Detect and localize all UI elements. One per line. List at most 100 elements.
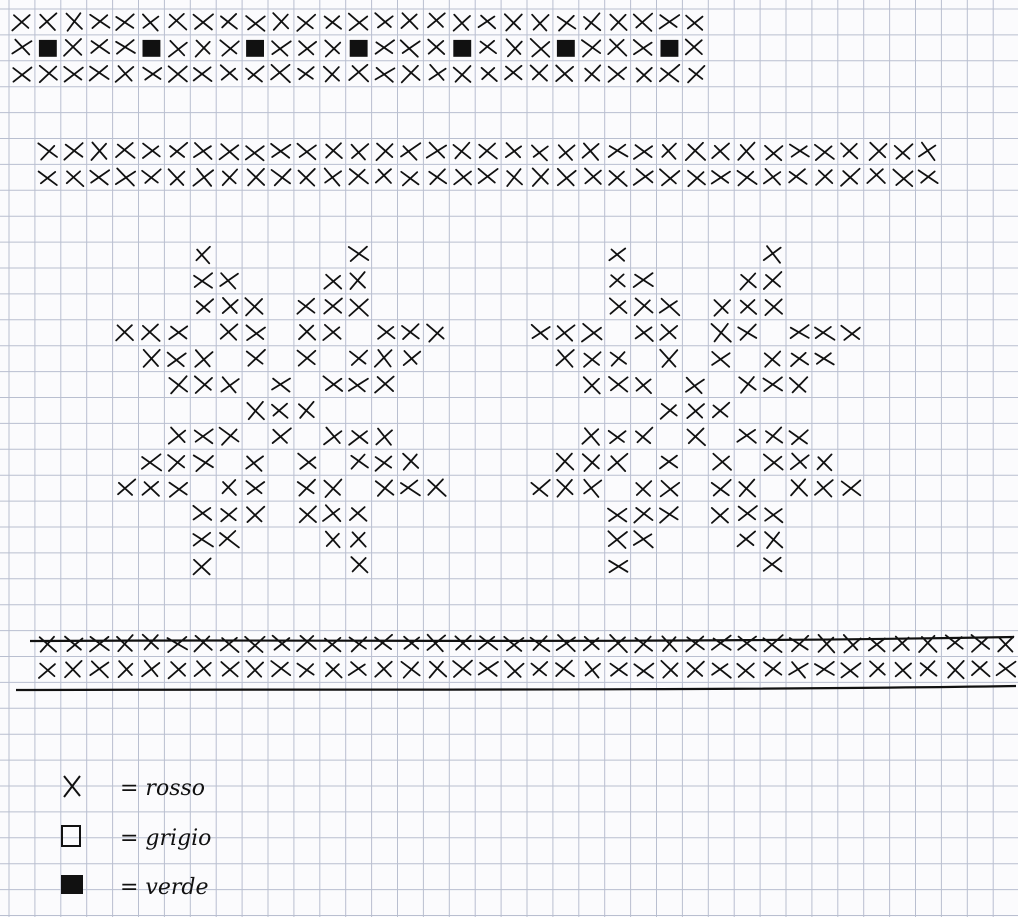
x-mark-icon (349, 169, 368, 184)
x-mark-icon (271, 144, 290, 158)
x-mark-icon (789, 169, 806, 184)
x-mark-icon (559, 145, 575, 160)
x-mark-icon (193, 14, 213, 29)
x-mark-icon (193, 533, 213, 547)
x-mark-icon (401, 13, 417, 29)
x-mark-icon (273, 13, 288, 30)
x-mark-icon (376, 169, 391, 183)
x-mark-icon (349, 299, 368, 315)
x-mark-icon (324, 275, 341, 289)
x-mark-icon (272, 404, 288, 418)
x-mark-icon (91, 143, 106, 160)
x-mark-icon (582, 428, 599, 445)
x-mark-icon (504, 637, 523, 651)
x-mark-icon (325, 168, 341, 185)
x-mark-icon (818, 635, 834, 653)
x-mark-icon (608, 454, 627, 471)
x-mark-icon (221, 377, 238, 392)
x-mark-icon (764, 272, 782, 289)
x-mark-icon (401, 172, 418, 186)
x-mark-icon (169, 41, 187, 57)
x-mark-icon (169, 326, 187, 339)
x-mark-icon (635, 298, 653, 315)
x-mark-icon (584, 480, 601, 497)
x-mark-icon (39, 171, 57, 185)
x-mark-icon (352, 144, 369, 159)
x-mark-icon (636, 481, 651, 496)
x-mark-icon (40, 66, 57, 82)
x-mark-icon (816, 170, 832, 185)
x-mark-icon (247, 402, 264, 419)
x-mark-icon (12, 40, 31, 55)
x-mark-icon (764, 246, 781, 263)
x-mark-icon (687, 428, 705, 445)
x-mark-icon (610, 274, 625, 286)
x-mark-icon (66, 13, 81, 31)
x-mark-icon (194, 67, 212, 81)
x-mark-icon (90, 661, 108, 677)
x-mark-icon (919, 170, 938, 183)
x-mark-icon (505, 14, 522, 30)
x-mark-icon (454, 170, 471, 185)
x-mark-icon (453, 143, 470, 159)
x-mark-icon (609, 377, 628, 392)
x-mark-icon (65, 661, 82, 677)
x-mark-icon (376, 429, 392, 445)
x-mark-icon (351, 557, 367, 572)
x-mark-icon (739, 506, 757, 520)
x-mark-icon (791, 353, 808, 366)
x-mark-icon (506, 143, 521, 157)
x-mark-icon (740, 273, 755, 289)
x-mark-icon (737, 430, 756, 443)
legend-label-verde: = verde (120, 875, 209, 900)
x-mark-icon (586, 662, 600, 678)
x-mark-icon (221, 508, 236, 521)
filled-square-icon (62, 876, 82, 893)
x-mark-icon (194, 273, 212, 287)
x-mark-icon (247, 350, 265, 366)
x-mark-icon (789, 430, 807, 444)
x-mark-icon (248, 169, 264, 186)
x-mark-icon (765, 146, 782, 160)
x-mark-icon (636, 68, 651, 82)
x-mark-icon (610, 15, 626, 30)
x-mark-icon (790, 636, 808, 651)
x-mark-icon (505, 661, 524, 677)
x-mark-icon (556, 325, 574, 340)
x-mark-icon (919, 143, 935, 161)
x-mark-icon (997, 662, 1016, 677)
x-mark-icon (194, 558, 211, 574)
filled-square-icon (350, 40, 368, 57)
x-mark-icon (118, 479, 135, 495)
x-mark-icon (64, 39, 81, 56)
x-mark-icon (401, 143, 420, 160)
x-mark-icon (323, 325, 340, 340)
x-mark-icon (403, 454, 418, 470)
legend-label-rosso: = rosso (120, 776, 205, 801)
x-mark-icon (583, 143, 599, 160)
x-mark-icon (584, 13, 600, 30)
x-mark-icon (297, 299, 314, 314)
x-mark-icon (791, 454, 809, 470)
x-mark-icon (712, 352, 729, 367)
x-mark-icon (609, 249, 625, 261)
x-mark-icon (195, 376, 212, 393)
x-mark-icon (298, 480, 315, 496)
x-mark-icon (686, 637, 704, 652)
x-mark-icon (195, 661, 211, 676)
x-mark-icon (169, 428, 185, 444)
x-mark-icon (634, 664, 653, 678)
x-mark-icon (326, 532, 340, 548)
filled-square-icon (143, 40, 161, 57)
x-mark-icon (39, 664, 55, 678)
x-mark-icon (661, 661, 677, 678)
x-mark-icon (556, 454, 573, 471)
x-mark-icon (221, 662, 238, 676)
x-mark-icon (608, 67, 626, 82)
x-mark-icon (142, 454, 161, 470)
x-mark-icon (376, 68, 395, 82)
x-mark-icon (40, 637, 56, 652)
x-mark-icon (712, 143, 729, 159)
empty-square-icon (62, 826, 80, 846)
x-mark-icon (765, 532, 782, 548)
